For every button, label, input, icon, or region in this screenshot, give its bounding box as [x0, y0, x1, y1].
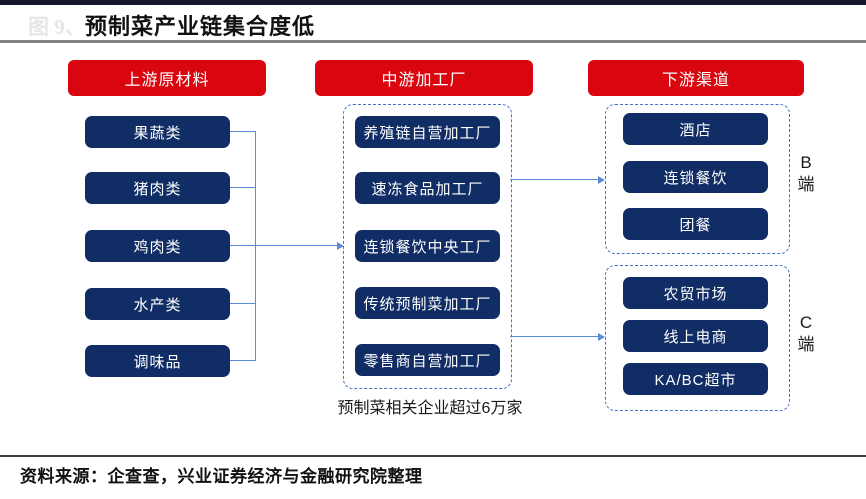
b-side-label-line2: 端 — [797, 175, 815, 194]
column-header-downstream: 下游渠道 — [588, 60, 804, 96]
c-side-label-line1: C — [799, 313, 813, 332]
figure-number: 图 9、 — [28, 15, 86, 39]
connector-upstream-to-midstream — [230, 245, 337, 246]
node-breeding-chain-factory: 养殖链自营加工厂 — [355, 116, 500, 148]
node-chicken: 鸡肉类 — [85, 230, 230, 262]
arrowhead-to-b-side — [598, 176, 605, 184]
connector-stub-fruit — [230, 131, 256, 132]
node-traditional-prepared-food-factory: 传统预制菜加工厂 — [355, 287, 500, 319]
connector-stub-seasoning — [230, 360, 256, 361]
node-ka-bc-supermarket: KA/BC超市 — [623, 363, 768, 395]
column-header-upstream: 上游原材料 — [68, 60, 266, 96]
arrowhead-to-midstream — [337, 242, 344, 250]
b-side-label-line1: B — [800, 153, 812, 172]
node-retailer-self-operated-factory: 零售商自营加工厂 — [355, 344, 500, 376]
node-group-meal: 团餐 — [623, 208, 768, 240]
arrowhead-to-c-side — [598, 333, 605, 341]
node-farmers-market: 农贸市场 — [623, 277, 768, 309]
connector-midstream-to-c-side — [510, 336, 598, 337]
node-pork: 猪肉类 — [85, 172, 230, 204]
node-aquatic: 水产类 — [85, 288, 230, 320]
top-accent-bar — [0, 0, 866, 5]
c-side-group-border — [605, 265, 790, 411]
b-side-label: B 端 — [789, 152, 823, 196]
c-side-label-line2: 端 — [797, 335, 815, 354]
page-title: 预制菜产业链集合度低 — [85, 14, 316, 39]
connector-stub-aquatic — [230, 303, 256, 304]
midstream-caption: 预制菜相关企业超过6万家 — [337, 400, 523, 417]
connector-midstream-to-b-side — [510, 179, 598, 180]
node-seasoning: 调味品 — [85, 345, 230, 377]
column-header-midstream: 中游加工厂 — [315, 60, 533, 96]
node-chain-restaurant-central-factory: 连锁餐饮中央工厂 — [355, 230, 500, 262]
node-frozen-food-factory: 速冻食品加工厂 — [355, 172, 500, 204]
node-hotel: 酒店 — [623, 113, 768, 145]
b-side-group-border — [605, 104, 790, 254]
node-chain-restaurant: 连锁餐饮 — [623, 161, 768, 193]
node-online-ecommerce: 线上电商 — [623, 320, 768, 352]
connector-bus-vertical — [255, 131, 256, 361]
connector-stub-pork — [230, 187, 256, 188]
source-note: 资料来源：企查查，兴业证券经济与金融研究院整理 — [20, 467, 423, 486]
node-fruit-vegetable: 果蔬类 — [85, 116, 230, 148]
c-side-label: C 端 — [789, 312, 823, 356]
title-divider — [0, 40, 866, 43]
footer-divider — [0, 455, 866, 457]
